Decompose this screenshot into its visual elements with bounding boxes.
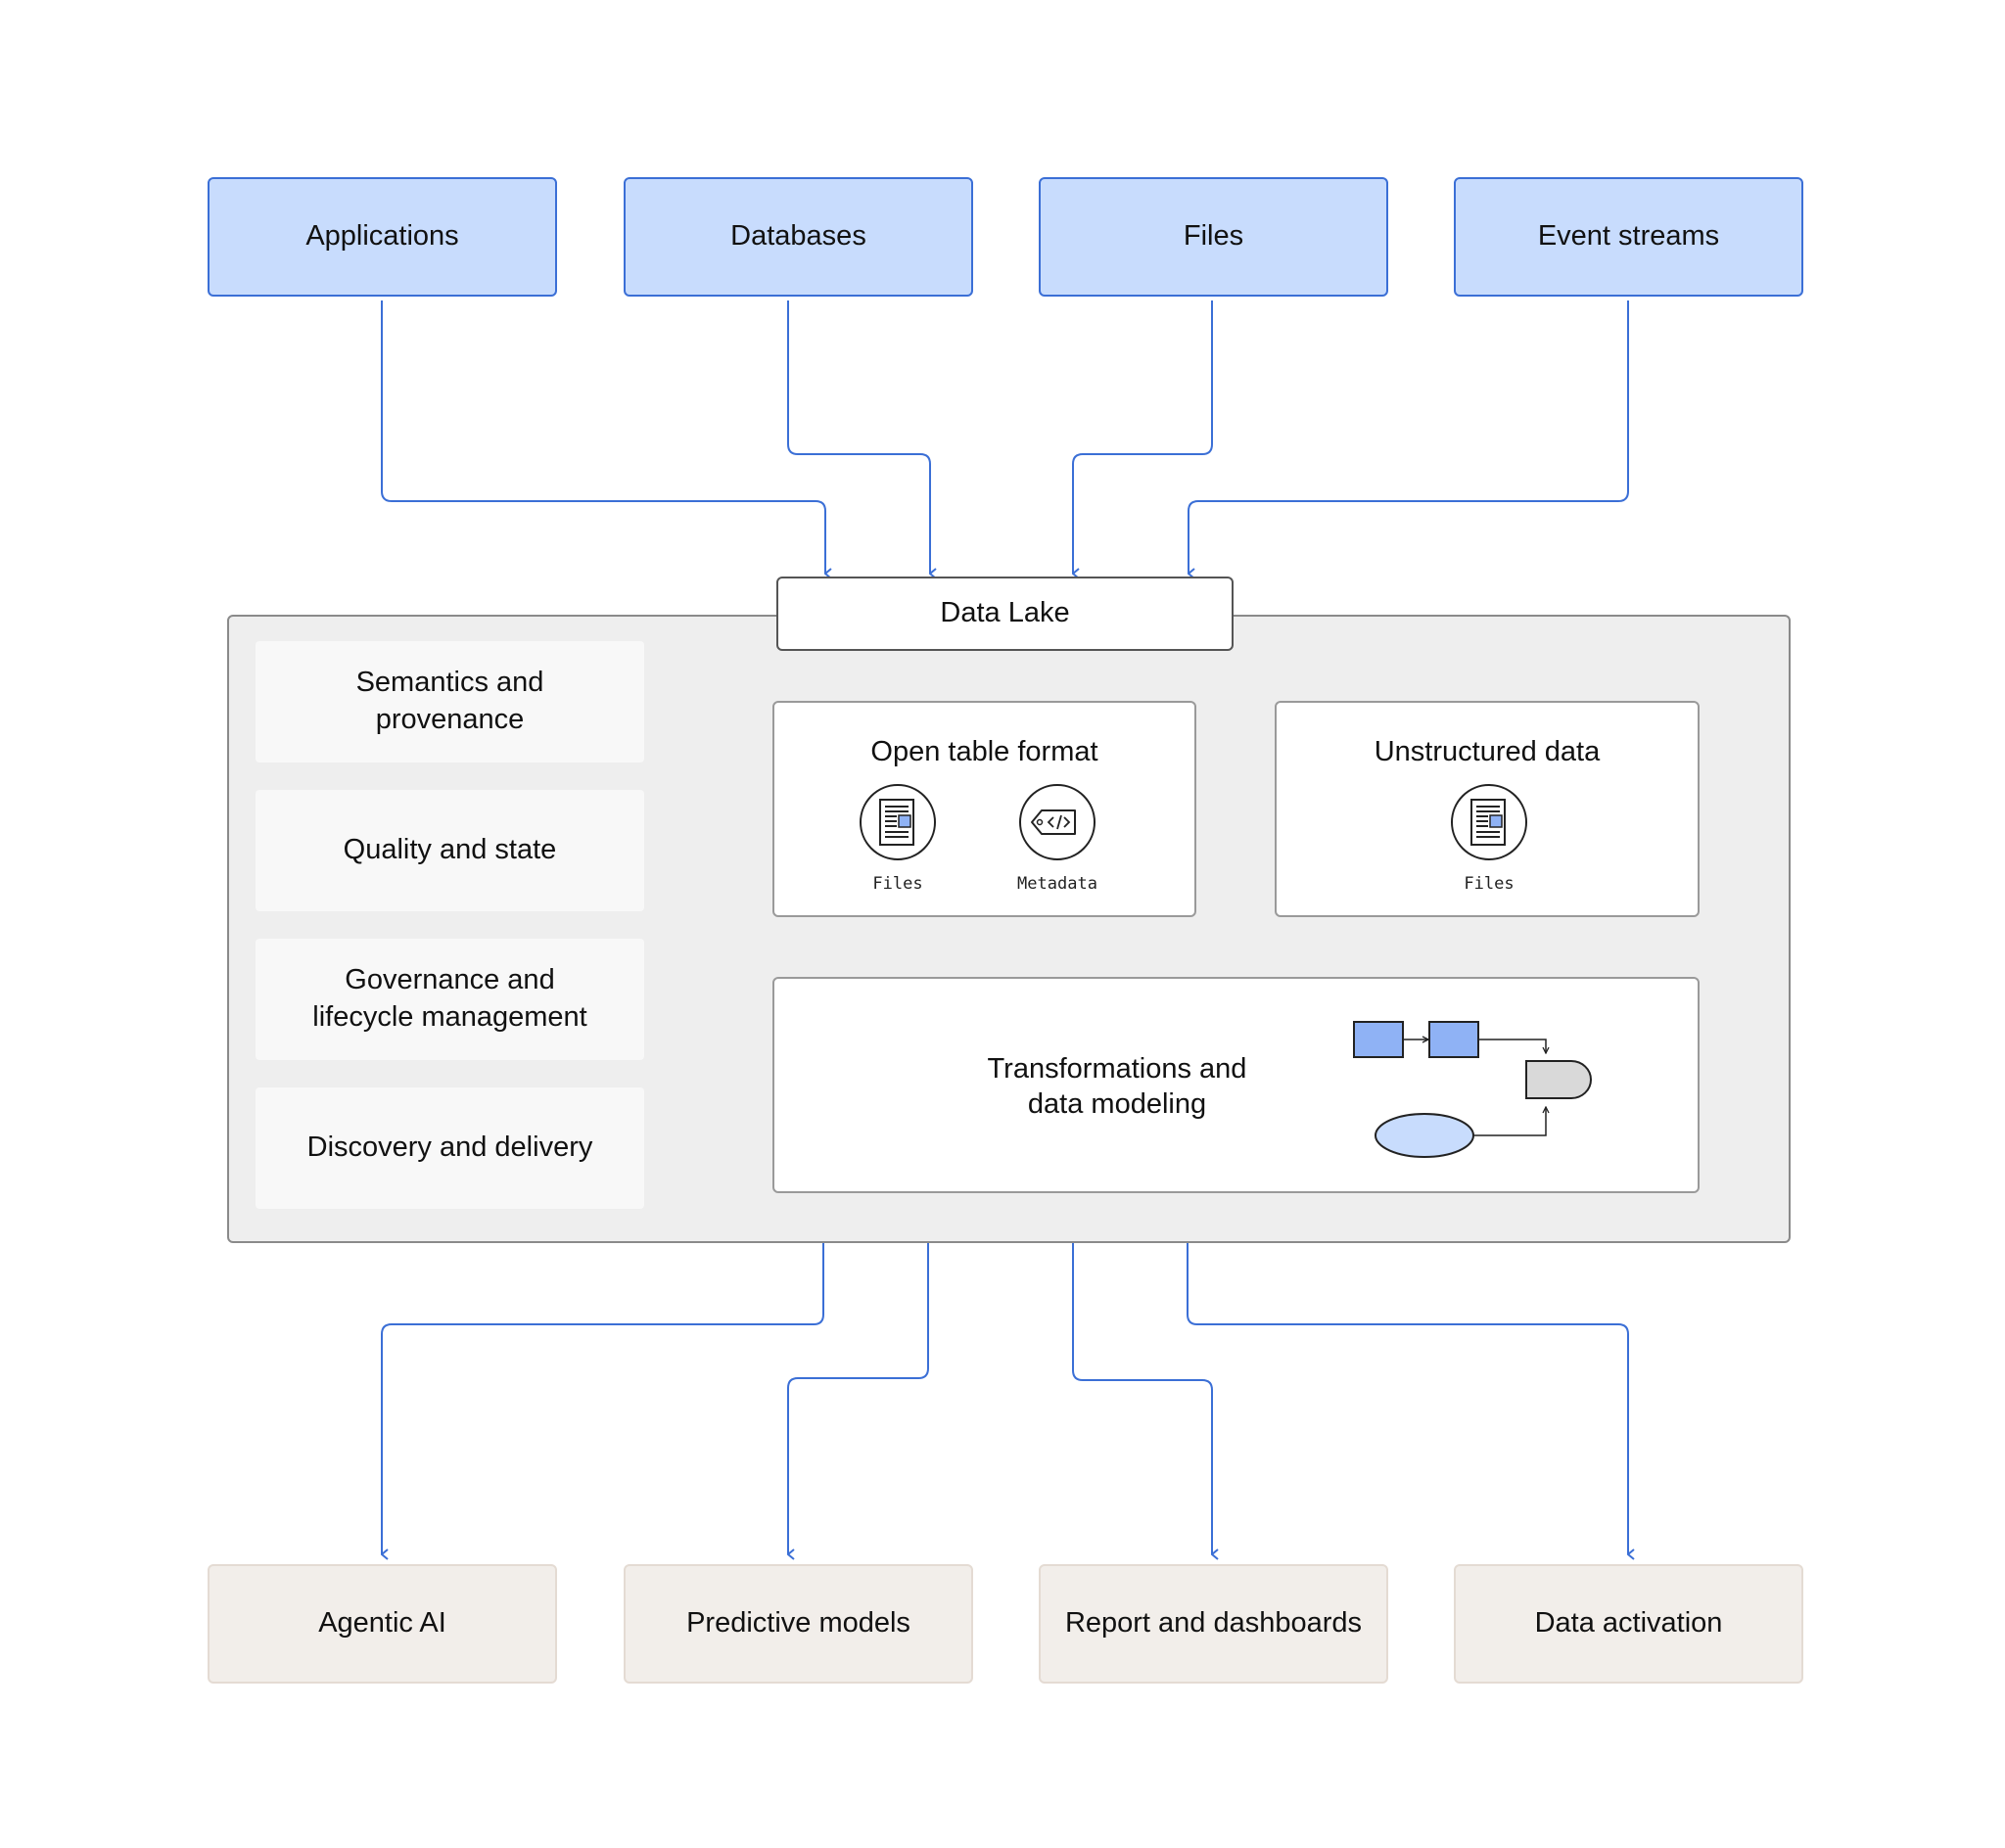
transformations-panel: Transformations and data modeling xyxy=(772,977,1700,1193)
open-table-format-title: Open table format xyxy=(870,736,1098,767)
connector-lake-to-agentic-ai xyxy=(381,1243,824,1554)
capability-semantics: Semantics and provenance xyxy=(256,641,644,762)
open-table-metadata-label: Metadata xyxy=(1017,874,1097,894)
source-applications: Applications xyxy=(208,177,557,297)
output-data-activation: Data activation xyxy=(1454,1564,1803,1684)
code-tag-icon xyxy=(1019,784,1096,860)
capability-quality: Quality and state xyxy=(256,790,644,911)
connector-lake-to-reports xyxy=(1072,1243,1212,1554)
capability-discovery: Discovery and delivery xyxy=(256,1087,644,1209)
data-lake-title: Data Lake xyxy=(776,577,1234,651)
connector-applications-to-lake xyxy=(381,300,825,574)
open-table-format-panel: Open table format Files xyxy=(772,701,1196,917)
open-table-files-label: Files xyxy=(872,874,923,894)
open-table-files-item: Files xyxy=(829,783,966,895)
document-icon xyxy=(860,784,936,860)
source-databases: Databases xyxy=(624,177,973,297)
document-icon xyxy=(1451,784,1527,860)
output-predictive-models: Predictive models xyxy=(624,1564,973,1684)
output-agentic-ai: Agentic AI xyxy=(208,1564,557,1684)
open-table-metadata-item: Metadata xyxy=(989,783,1126,895)
connector-databases-to-lake xyxy=(787,300,930,574)
capability-governance: Governance and lifecycle management xyxy=(256,939,644,1060)
pipeline-flow-icon xyxy=(1353,1021,1592,1158)
output-reports-dashboards: Report and dashboards xyxy=(1039,1564,1388,1684)
connector-lake-to-data-activation xyxy=(1187,1243,1628,1554)
transformations-title: Transformations and data modeling xyxy=(987,1053,1247,1121)
unstructured-data-title: Unstructured data xyxy=(1374,736,1601,767)
connector-files-to-lake xyxy=(1072,300,1213,574)
connector-lake-to-predictive-models xyxy=(787,1243,929,1554)
unstructured-files-label: Files xyxy=(1464,874,1515,894)
source-files: Files xyxy=(1039,177,1388,297)
unstructured-files-item: Files xyxy=(1421,783,1558,895)
unstructured-data-panel: Unstructured data Files xyxy=(1275,701,1700,917)
connector-event-streams-to-lake xyxy=(1188,300,1629,574)
source-event-streams: Event streams xyxy=(1454,177,1803,297)
